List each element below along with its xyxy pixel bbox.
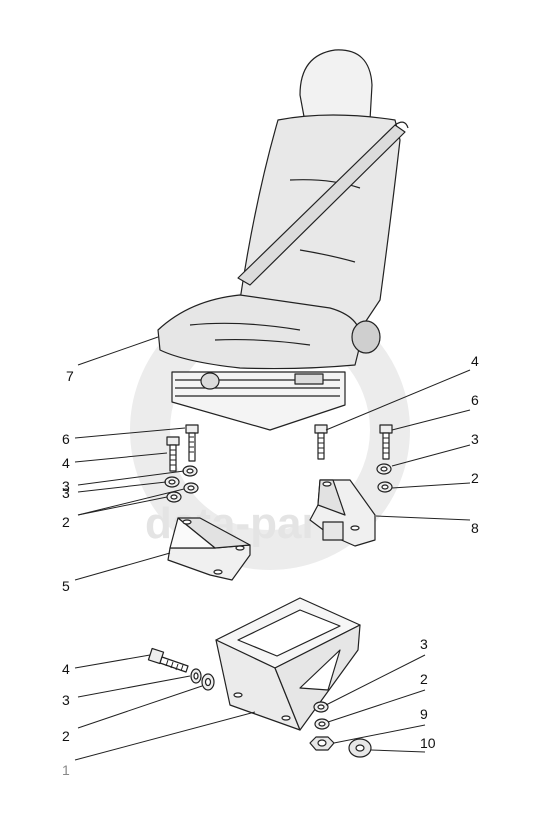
callout-lockwasher-left-a: 3 xyxy=(62,478,70,494)
right-fasteners xyxy=(314,424,393,493)
bracket-right xyxy=(309,479,376,547)
callout-seat: 7 xyxy=(66,368,74,384)
callout-screw-left: 6 xyxy=(62,431,70,447)
callout-bolt-lower: 4 xyxy=(62,661,70,677)
seat-cushion xyxy=(157,294,362,370)
callout-bracket-left: 5 xyxy=(62,578,70,594)
bolt-left xyxy=(166,436,180,472)
callout-hex-nut: 9 xyxy=(420,706,428,722)
callout-lockwasher-right: 3 xyxy=(471,431,479,447)
headrest xyxy=(299,49,373,126)
left-fasteners xyxy=(164,424,199,503)
callout-washer-left: 2 xyxy=(62,514,70,530)
flange-nut xyxy=(348,738,372,758)
callout-lockwasher-lower-right: 3 xyxy=(420,636,428,652)
callout-bolt-left: 4 xyxy=(62,455,70,471)
leader-lines xyxy=(74,336,471,761)
callout-washer-lower: 2 xyxy=(62,728,70,744)
seat-assembly xyxy=(157,49,409,431)
hex-nut xyxy=(309,736,335,751)
callout-bracket-right: 8 xyxy=(471,520,479,536)
callouts: 7 4 6 3 2 8 6 4 3 3 2 5 4 3 2 3 2 9 10 1 xyxy=(62,353,479,778)
seat-belt xyxy=(237,124,406,286)
callout-flange-nut: 10 xyxy=(420,735,436,751)
page-marker: 1 xyxy=(62,762,70,778)
callout-bolt-right: 4 xyxy=(471,353,479,369)
recline-knob xyxy=(351,320,381,354)
screw-left xyxy=(185,424,199,462)
callout-washer-lower-right: 2 xyxy=(420,671,428,687)
bracket-left xyxy=(167,517,251,581)
callout-lockwasher-left-b: 3 xyxy=(62,485,70,501)
bolt-lower xyxy=(147,647,189,673)
callout-lockwasher-lower: 3 xyxy=(62,692,70,708)
callout-washer-right: 2 xyxy=(471,470,479,486)
base-frame xyxy=(215,597,361,731)
callout-screw-right: 6 xyxy=(471,392,479,408)
screw-right xyxy=(379,424,393,460)
bolt-right xyxy=(314,424,328,460)
